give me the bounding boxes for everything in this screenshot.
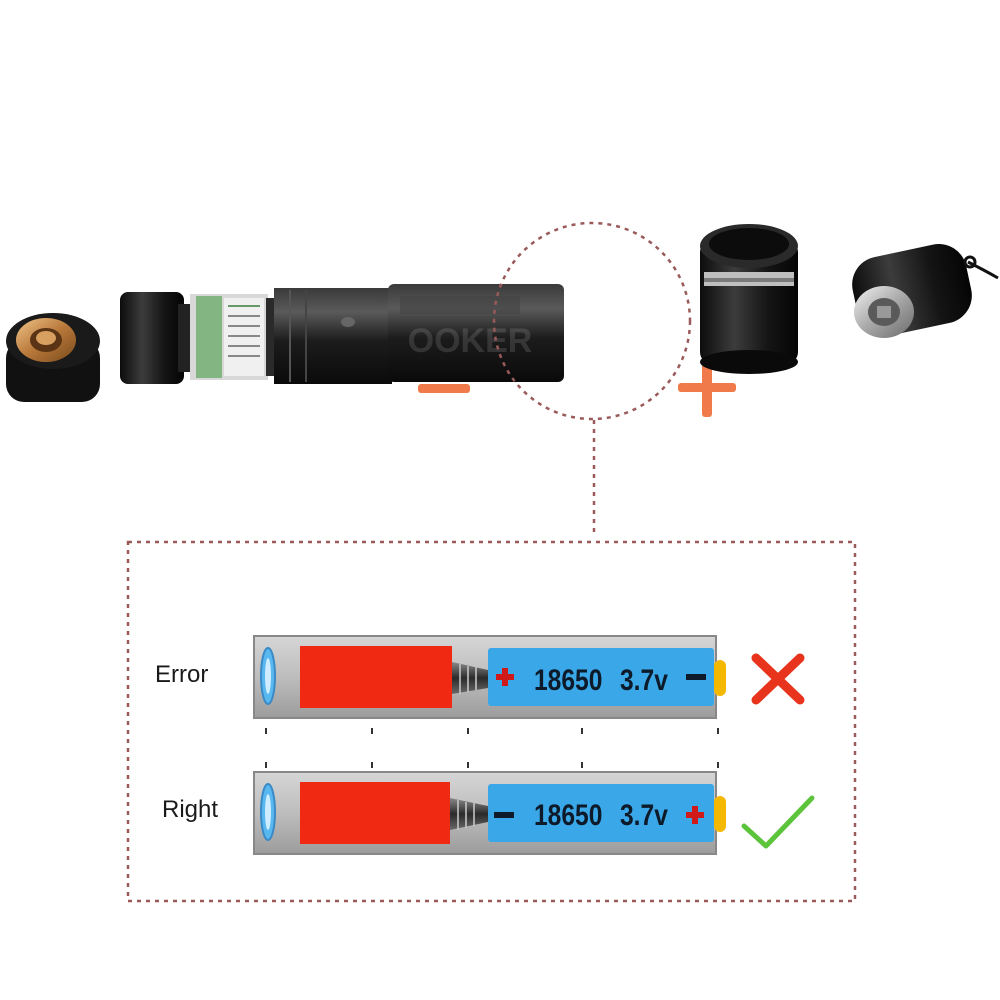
svg-text:OOKER: OOKER <box>408 322 533 360</box>
extension-tube <box>700 224 798 374</box>
end-cap <box>852 244 999 338</box>
tail-cap <box>6 313 100 402</box>
battery-model-error: 18650 <box>534 664 603 697</box>
battery-voltage-right: 3.7v <box>620 799 668 832</box>
battery-diagram-right <box>253 771 726 855</box>
battery-voltage-error: 3.7v <box>620 664 668 697</box>
row-label-right: Right <box>162 796 219 823</box>
negative-polarity-mark <box>418 384 470 393</box>
cross-icon <box>751 653 805 705</box>
alignment-arrows <box>265 728 719 768</box>
check-icon <box>741 795 815 849</box>
positive-polarity-mark <box>678 359 736 417</box>
row-label-error: Error <box>155 661 209 688</box>
laser-body: OOKER <box>120 284 564 384</box>
battery-model-right: 18650 <box>534 799 603 832</box>
diagram-frame <box>126 540 857 903</box>
magnifier-circle <box>492 221 692 421</box>
battery-diagram-error <box>253 635 726 719</box>
